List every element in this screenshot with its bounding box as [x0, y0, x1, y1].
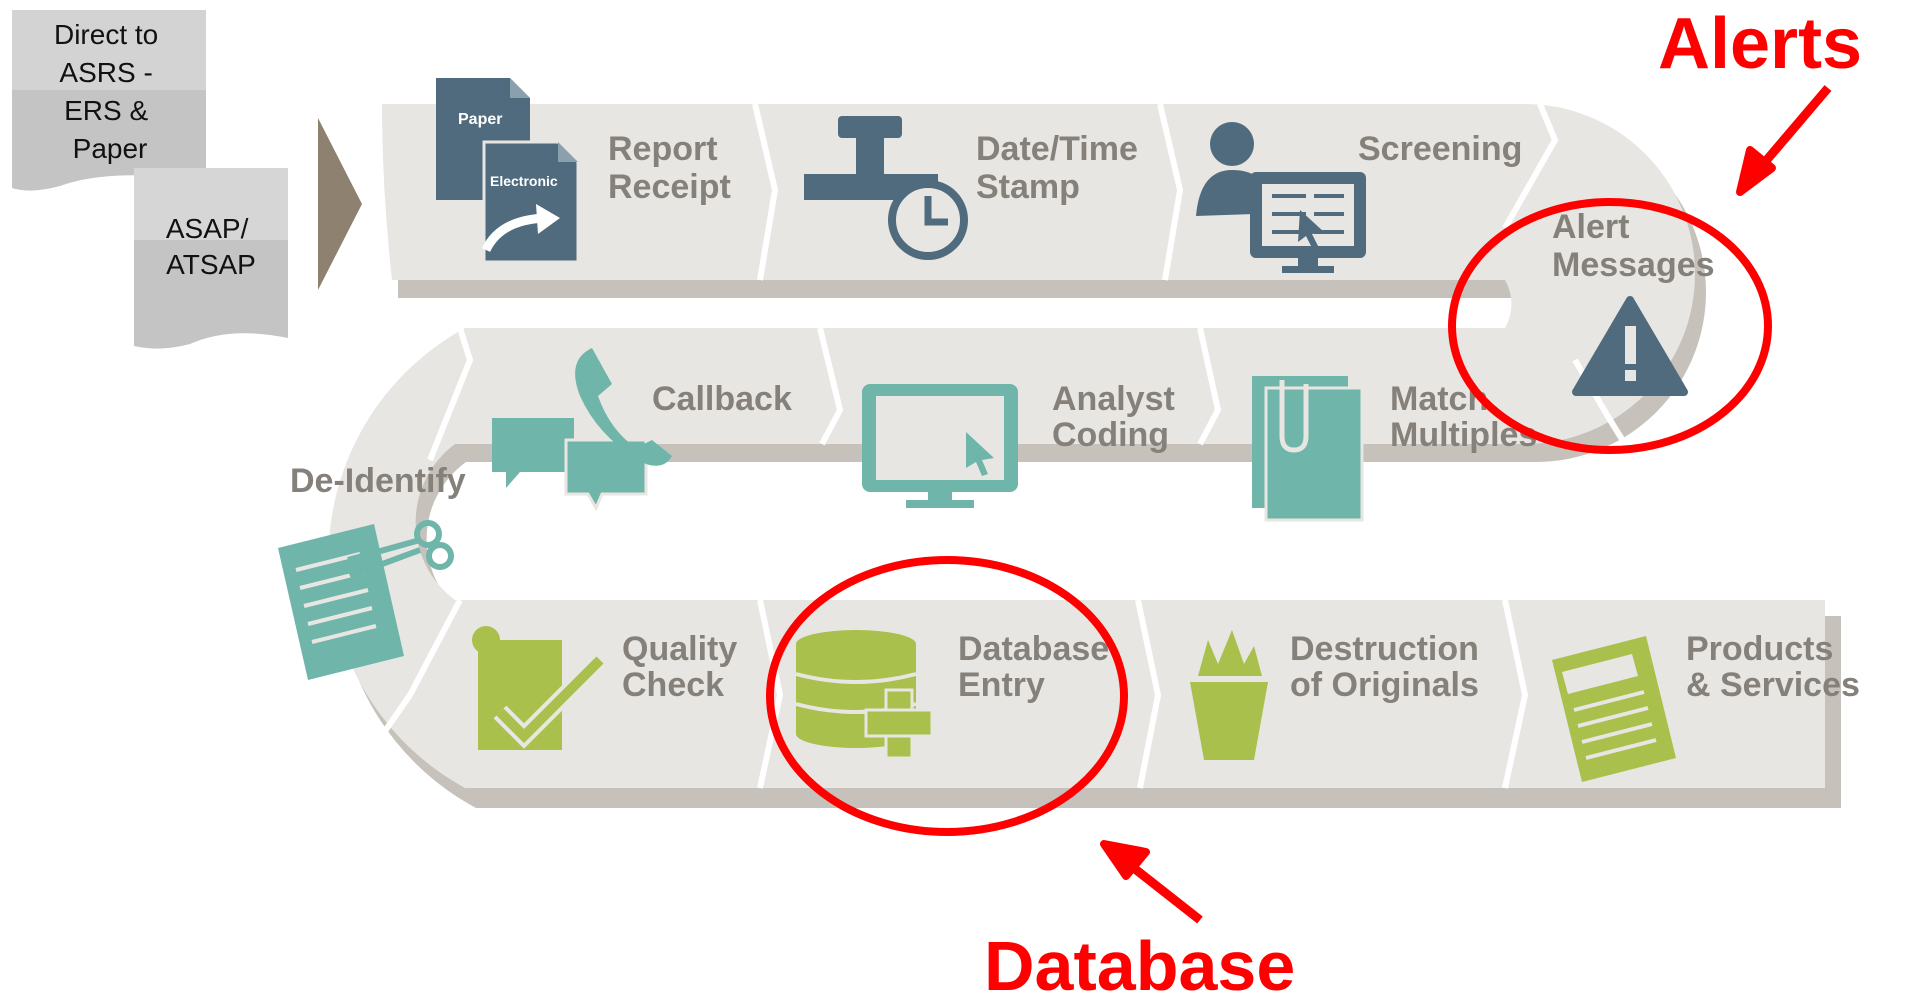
- step-match-multiples: Match Multiples: [1252, 376, 1537, 522]
- ribbon-checkmark-icon: [472, 626, 607, 750]
- person-computer-icon: [1196, 122, 1366, 273]
- step-analyst-coding: Analyst Coding: [862, 380, 1184, 508]
- alerts-annotation: Alerts: [1448, 4, 1862, 454]
- database-plus-icon: [795, 630, 934, 760]
- database-annotation: Database: [766, 556, 1295, 1005]
- stacked-papers-clip-icon: [1252, 376, 1364, 522]
- input-arrow-icon: [318, 118, 362, 290]
- step-label-quality-check: Quality Check: [622, 630, 747, 704]
- step-label-date-time-stamp: Date/Time Stamp: [976, 130, 1147, 206]
- alerts-highlight-circle: [1448, 198, 1772, 454]
- document-scissors-icon: [278, 520, 454, 680]
- step-label-destruction-of-originals: Destruction of Originals: [1290, 630, 1488, 704]
- burning-bin-icon: [1190, 630, 1268, 760]
- step-label-database-entry: Database Entry: [958, 630, 1119, 704]
- step-quality-check: Quality Check: [472, 626, 747, 750]
- phone-speech-icon: [492, 348, 672, 512]
- step-separators: [362, 102, 1643, 789]
- report-document-icon: [1552, 636, 1676, 782]
- step-products-services: Products & Services: [1552, 630, 1860, 782]
- step-label-callback: Callback: [652, 380, 792, 418]
- electronic-icon-text: Electronic: [490, 173, 558, 189]
- stamp-clock-icon: [804, 116, 968, 260]
- monitor-icon: [862, 384, 1018, 508]
- process-band: [328, 102, 1841, 808]
- step-label-products-services: Products & Services: [1686, 630, 1860, 704]
- input-asap-document: ASAP/ ATSAP: [134, 168, 288, 349]
- input-asap-label: ASAP/ ATSAP: [166, 213, 256, 280]
- step-callback: Callback: [492, 348, 792, 512]
- step-database-entry: Database Entry: [795, 630, 1119, 760]
- step-destruction-of-originals: Destruction of Originals: [1190, 630, 1488, 760]
- step-alert-messages: Alert Messages: [1552, 208, 1715, 396]
- paper-icon-text: Paper: [458, 111, 502, 128]
- step-date-time-stamp: Date/Time Stamp: [804, 116, 1147, 260]
- step-label-de-identify: De-Identify: [290, 462, 466, 500]
- database-label: Database: [984, 927, 1295, 1005]
- step-label-screening: Screening: [1358, 130, 1522, 168]
- step-label-analyst-coding: Analyst Coding: [1052, 380, 1184, 454]
- input-direct-document: Direct to ASRS - ERS & Paper: [12, 10, 206, 191]
- step-label-report-receipt: Report Receipt: [608, 130, 731, 206]
- step-de-identify: De-Identify: [278, 462, 466, 680]
- input-direct-label: Direct to ASRS - ERS & Paper: [54, 19, 166, 164]
- paper-electronic-icon: Paper Electronic: [436, 78, 580, 264]
- step-label-alert-messages: Alert Messages: [1552, 208, 1715, 284]
- alerts-label: Alerts: [1658, 4, 1862, 84]
- step-report-receipt: Paper Electronic Report Receipt: [436, 78, 731, 264]
- step-screening: Screening: [1196, 122, 1522, 273]
- database-highlight-circle: [766, 556, 1128, 836]
- warning-triangle-icon: [1572, 296, 1688, 396]
